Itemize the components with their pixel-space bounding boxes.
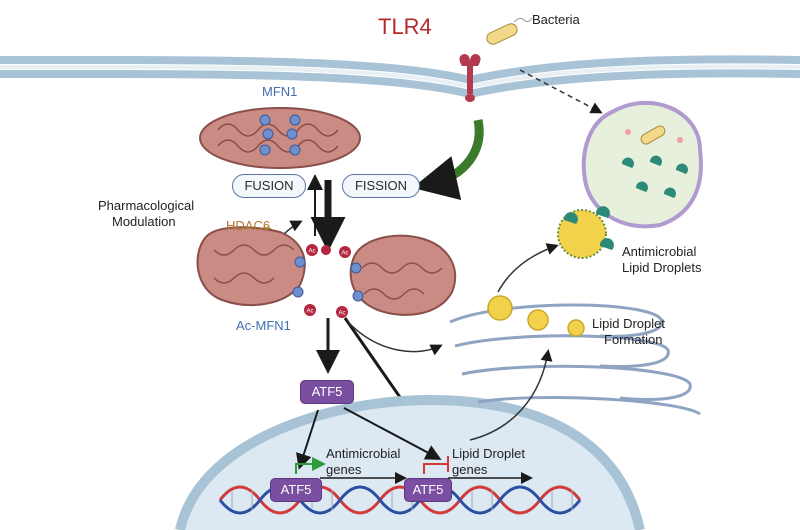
plasma-membrane [0,55,800,99]
lipid-genes-label-1: Lipid Droplet [452,446,525,461]
ld-to-antimicrobial-arrow [497,243,559,293]
mfn1-label: MFN1 [262,84,298,99]
to-er-arrow [347,321,443,356]
antimicrobial-genes-label-1: Antimicrobial [326,446,401,461]
fission-arrow [412,119,484,201]
fragmented-mitochondrion-right [349,234,457,316]
antimicrobial-lipid-droplet-icon [557,206,614,259]
activation-arrow [295,457,326,474]
hdac6-label: HDAC6 [226,218,271,233]
page-title: TLR4 [378,14,432,39]
fission-label: FISSION [342,174,420,198]
antimicrobial-ld-label-1: Antimicrobial [622,244,697,259]
atf5-to-lipid-arrow [343,407,442,460]
inhibition-mark [423,456,449,474]
bacterial-vacuole [581,101,703,229]
bacteria-icon [486,17,533,45]
ld-formation-label-1: Lipid Droplet [592,316,665,331]
acetyl-label: Ac [306,309,313,315]
pharma-label-2: Modulation [112,214,176,229]
ld-formation-label-2: Formation [604,332,663,347]
lipid-droplet-icon [487,295,585,337]
fused-mitochondrion [199,107,361,169]
lipid-genes-label-2: genes [452,462,488,477]
tlr4-receptor-icon [459,54,481,102]
genes-to-ld-arrow [469,349,553,441]
atf5-box: ATF5 [300,380,354,404]
acetyl-marker-icon [304,244,351,318]
atf5-bound-2: ATF5 [404,478,452,502]
bacteria-label: Bacteria [532,12,580,27]
ac-mfn1-label: Ac-MFN1 [236,318,291,333]
bacteria-uptake-arrow [519,69,603,114]
antimicrobial-ld-label-2: Lipid Droplets [622,260,702,275]
pharma-label-1: Pharmacological [98,198,195,213]
atf5-to-antimicrobial-arrow [296,409,319,470]
atf5-bound-1: ATF5 [270,478,322,502]
acetyl-label: Ac [338,311,345,317]
acetyl-label: Ac [341,251,348,257]
acetyl-label: Ac [308,249,315,255]
fusion-label: FUSION [232,174,306,198]
fragmented-mitochondrion-left [196,226,306,306]
antimicrobial-genes-label-2: genes [326,462,362,477]
